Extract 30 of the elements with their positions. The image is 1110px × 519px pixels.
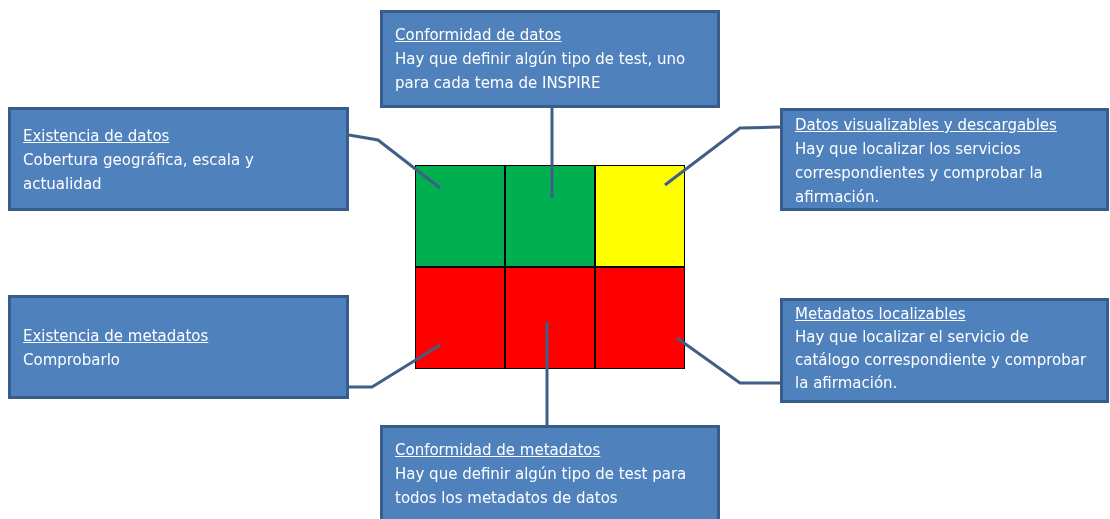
leader-line xyxy=(348,133,441,190)
callout-text: Comprobarlo xyxy=(23,350,122,371)
callout-heading: Existencia de datos xyxy=(23,126,170,147)
callout-box xyxy=(8,295,349,399)
matrix-cell xyxy=(415,165,505,267)
matrix-cell xyxy=(595,267,685,369)
callout-box xyxy=(380,425,720,519)
callout-heading: Conformidad de datos xyxy=(395,25,562,46)
callout-text: Hay que localizar los servicios correspondientes y comprobar la afirmación. xyxy=(795,139,1044,208)
callout-text: Cobertura geográfica, escala y actualidad xyxy=(23,150,255,195)
callout-box xyxy=(780,108,1109,211)
matrix-cell xyxy=(505,267,595,369)
callout-box xyxy=(380,10,720,108)
callout-box xyxy=(780,298,1109,403)
callout-text: Hay que definir algún tipo de test, uno para cada tema de INSPIRE xyxy=(395,49,687,94)
callout-text: Hay que localizar el servicio de catálogo correspondiente y comprobar la afirmación. xyxy=(795,327,1088,394)
matrix-cell xyxy=(415,267,505,369)
leader-line xyxy=(545,322,549,425)
leader-line xyxy=(550,108,554,198)
callout-box xyxy=(8,107,349,211)
leader-line xyxy=(664,125,781,187)
leader-line xyxy=(349,343,441,389)
callout-heading: Conformidad de metadatos xyxy=(395,440,601,461)
leader-line xyxy=(676,336,780,385)
callout-heading: Existencia de metadatos xyxy=(23,326,209,347)
callout-heading: Datos visualizables y descargables xyxy=(795,115,1057,136)
callout-heading: Metadatos localizables xyxy=(795,304,966,325)
matrix-cell xyxy=(505,165,595,267)
matrix-cell xyxy=(595,165,685,267)
callout-text: Hay que definir algún tipo de test para todos los metadatos de datos xyxy=(395,464,688,509)
